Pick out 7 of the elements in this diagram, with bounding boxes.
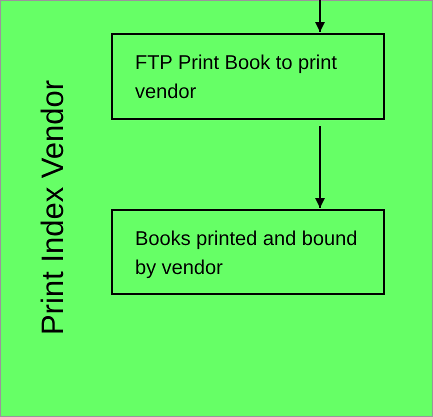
box-label: FTP Print Book to print vendor bbox=[135, 51, 338, 105]
arrow bbox=[315, 126, 325, 208]
lane-label: Print Index Vendor bbox=[35, 80, 71, 335]
process-box bbox=[111, 33, 385, 120]
box-label: Books printed and bound by vendor bbox=[135, 227, 358, 281]
process-box bbox=[111, 209, 385, 295]
arrow bbox=[315, 0, 325, 32]
